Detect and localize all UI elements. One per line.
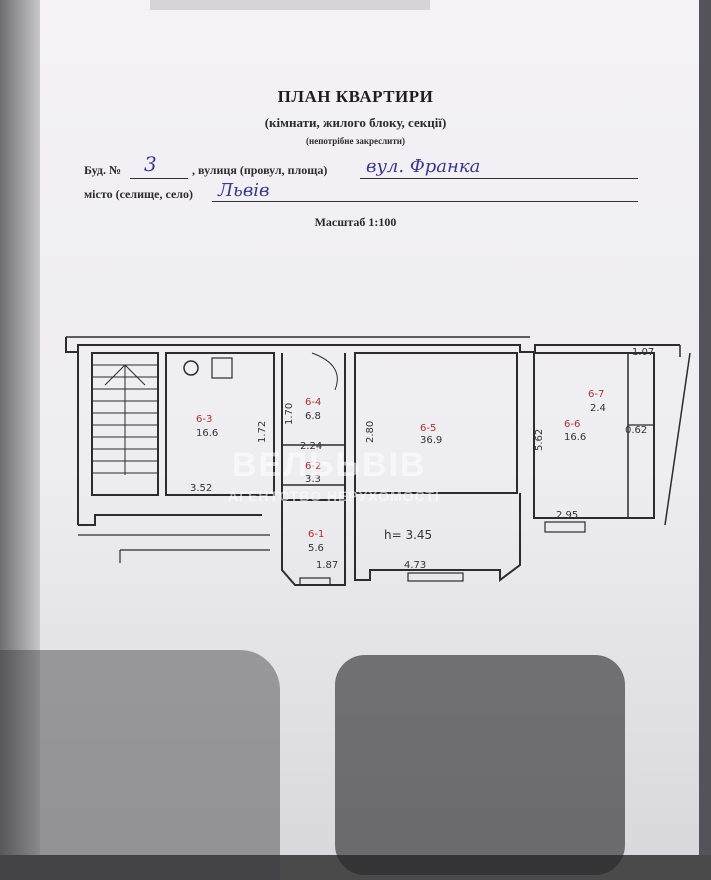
room-6-7-area: 2.4 bbox=[590, 403, 606, 414]
room-6-5-outline bbox=[354, 352, 518, 494]
dim-d10: 1.07 bbox=[632, 347, 654, 358]
watermark-name: ВЕЛЬЬВІВ bbox=[232, 446, 427, 484]
room-6-1-area: 5.6 bbox=[308, 543, 324, 554]
outer-top-wall bbox=[65, 337, 680, 353]
room-6-6-id: 6-6 bbox=[564, 419, 580, 430]
sink-icon bbox=[211, 357, 233, 379]
dim-d9: 4.73 bbox=[404, 560, 426, 571]
door-swing bbox=[311, 352, 338, 391]
city-value: Львів bbox=[218, 180, 270, 201]
room-6-5-lower bbox=[354, 493, 521, 582]
window-6-1 bbox=[299, 577, 331, 586]
building-value: 3 bbox=[144, 152, 157, 176]
room-6-6-outline bbox=[533, 352, 655, 519]
floor-plan: 6-3 16.6 6-4 6.8 6-5 36.9 6-2 3.3 6-1 5.… bbox=[65, 336, 691, 586]
room-6-5-area: 36.9 bbox=[420, 435, 442, 446]
room-6-2-id: 6-2 bbox=[305, 461, 321, 472]
page-subtitle: (кімнати, жилого блоку, секції) bbox=[264, 115, 447, 130]
outer-right-wall bbox=[664, 352, 691, 526]
background-paper-strip bbox=[150, 0, 430, 10]
city-underline bbox=[212, 201, 638, 202]
sheet-edge-shadow bbox=[0, 0, 40, 855]
dim-d1: 3.52 bbox=[190, 483, 212, 494]
dim-d2: 1.72 bbox=[257, 421, 268, 443]
room-6-1-id: 6-1 bbox=[308, 529, 324, 540]
dim-d7: 2.95 bbox=[556, 510, 578, 521]
dim-d6: 5.62 bbox=[534, 429, 545, 451]
building-underline bbox=[130, 178, 188, 179]
room-6-4-area: 6.8 bbox=[305, 411, 321, 422]
dim-d11: 0.62 bbox=[625, 425, 647, 436]
room-6-6-area: 16.6 bbox=[564, 432, 586, 443]
dim-d4: 2.24 bbox=[300, 441, 322, 452]
room-6-7-id: 6-7 bbox=[588, 389, 604, 400]
dim-d3: 1.70 bbox=[284, 403, 295, 425]
watermark-tagline: АГЕНТСТВО НЕРУХОМОСТІ bbox=[228, 488, 440, 504]
left-shadow bbox=[0, 650, 280, 880]
phone-shadow bbox=[335, 655, 625, 875]
building-label: Буд. № bbox=[84, 163, 122, 177]
page-title: ПЛАН КВАРТИРИ bbox=[277, 87, 434, 106]
room-6-3-area: 16.6 bbox=[196, 428, 218, 439]
bottom-left-wall bbox=[78, 514, 262, 526]
street-value: вул. Франка bbox=[366, 156, 481, 177]
stair-shaft bbox=[91, 352, 159, 496]
street-label: , вулиця (провул, площа) bbox=[192, 163, 328, 177]
dim-d5: 2.80 bbox=[365, 421, 376, 443]
window-6-6 bbox=[544, 521, 586, 533]
right-background bbox=[699, 0, 711, 855]
dim-d8: 1.87 bbox=[316, 560, 338, 571]
stair-treads bbox=[92, 364, 158, 475]
room-6-3-outline bbox=[165, 352, 275, 496]
room-6-2-area: 3.3 bbox=[305, 474, 321, 485]
scale-label: Масштаб 1:100 bbox=[314, 215, 397, 229]
city-label: місто (селище, село) bbox=[84, 187, 193, 201]
ceiling-height: h= 3.45 bbox=[384, 528, 432, 542]
stove-icon bbox=[183, 360, 199, 376]
room-6-3-id: 6-3 bbox=[196, 414, 212, 425]
strike-note: (непотрібне закреслити) bbox=[306, 136, 405, 146]
room-6-4-id: 6-4 bbox=[305, 397, 321, 408]
window-6-5 bbox=[407, 572, 464, 582]
street-underline bbox=[360, 178, 638, 179]
room-6-5-id: 6-5 bbox=[420, 423, 436, 434]
